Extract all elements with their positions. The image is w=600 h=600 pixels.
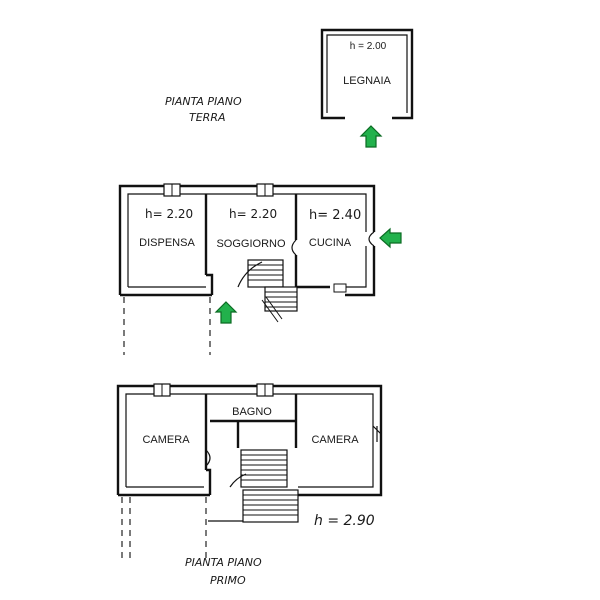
camera-right-label: CAMERA	[311, 434, 359, 446]
first-floor-plan: CAMERA BAGNO CAMERA h = 2.90	[116, 383, 383, 560]
entrance-arrow-icon	[359, 125, 383, 148]
door-icon	[237, 261, 263, 288]
first-floor-height: h = 2.90	[314, 513, 375, 529]
ground-floor-plan: h= 2.20 DISPENSA h= 2.20 SOGGIORNO h= 2.…	[118, 183, 402, 355]
door-icon	[291, 239, 297, 256]
first-floor-title-line1: PIANTA PIANO	[185, 556, 262, 569]
door-icon	[372, 425, 382, 442]
window-icon	[256, 183, 274, 197]
entrance-arrow-icon	[214, 301, 238, 324]
cucina-height: h= 2.40	[309, 208, 361, 223]
window-icon	[163, 183, 181, 197]
soggiorno-height: h= 2.20	[229, 207, 277, 221]
camera-left-label: CAMERA	[142, 434, 190, 446]
soggiorno-label: SOGGIORNO	[216, 238, 286, 250]
bagno-label: BAGNO	[232, 406, 272, 418]
legnaia-building: h = 2.00 LEGNAIA	[320, 28, 414, 148]
stairs-icon	[247, 259, 298, 323]
first-floor-title-line2: PRIMO	[210, 574, 246, 587]
window-icon	[256, 383, 274, 397]
ground-floor-title-line1: PIANTA PIANO	[165, 95, 242, 108]
door-icon	[205, 449, 211, 467]
dispensa-label: DISPENSA	[139, 237, 195, 249]
door-icon	[368, 231, 375, 247]
legnaia-label: LEGNAIA	[343, 75, 391, 87]
entrance-arrow-icon	[379, 227, 402, 249]
window-icon	[153, 383, 171, 397]
dispensa-height: h= 2.20	[145, 207, 193, 221]
stairs-icon	[208, 449, 299, 523]
cucina-label: CUCINA	[309, 237, 352, 249]
legnaia-height: h = 2.00	[350, 41, 387, 52]
door-icon	[229, 473, 247, 488]
ground-floor-title-line2: TERRA	[189, 111, 225, 124]
